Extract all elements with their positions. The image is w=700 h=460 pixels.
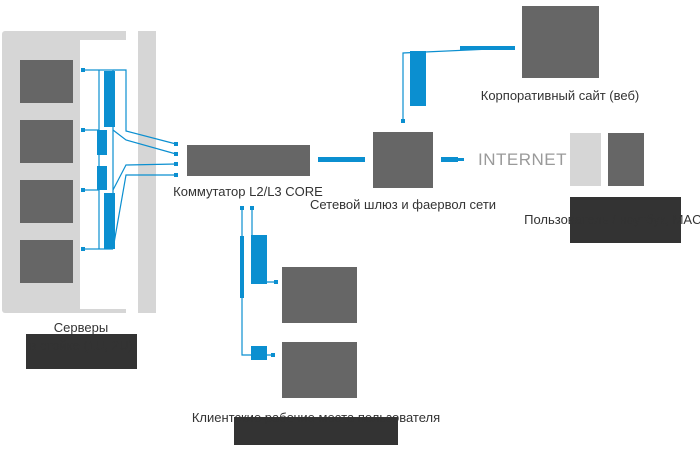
server-3 bbox=[20, 180, 73, 223]
workstation-2 bbox=[282, 342, 357, 398]
switch-workstation-links bbox=[240, 206, 278, 360]
workstations-label-box bbox=[234, 417, 398, 445]
router bbox=[373, 132, 433, 188]
client-right-device-light bbox=[570, 133, 601, 186]
internet-label: INTERNET bbox=[478, 150, 567, 169]
router-top-link bbox=[401, 46, 515, 123]
workstations-label: Клиентские рабочие места пользователя bbox=[191, 410, 441, 425]
rack-slot-top bbox=[80, 40, 126, 70]
rack-slot-bottom bbox=[80, 254, 126, 309]
switch-label: Коммутатор L2/L3 CORE bbox=[173, 184, 323, 199]
switch-router-link bbox=[318, 157, 365, 162]
client-top bbox=[522, 6, 599, 78]
client-right-device-dark bbox=[608, 133, 644, 186]
server-1 bbox=[20, 60, 73, 103]
router-internet-link bbox=[441, 157, 464, 162]
servers-label-line2: в стойке (1U, 2U) bbox=[29, 338, 133, 353]
client-top-label: Корпоративный сайт (веб) bbox=[480, 88, 640, 103]
client-right-label: Пользователь / ноутбук, MAC OS bbox=[524, 212, 700, 227]
server-2 bbox=[20, 120, 73, 163]
servers-label-box bbox=[26, 334, 137, 369]
servers-label-line1: Серверы bbox=[53, 320, 109, 335]
server-4 bbox=[20, 240, 73, 283]
core-switch bbox=[187, 145, 310, 176]
rack-rail bbox=[126, 31, 138, 313]
client-right-label-box bbox=[570, 197, 681, 243]
workstation-1 bbox=[282, 267, 357, 323]
rack-ports bbox=[81, 68, 178, 251]
rack-edge bbox=[156, 31, 160, 313]
router-label: Сетевой шлюз и фаервол сети bbox=[309, 197, 497, 212]
rack-patch-area bbox=[80, 70, 126, 254]
